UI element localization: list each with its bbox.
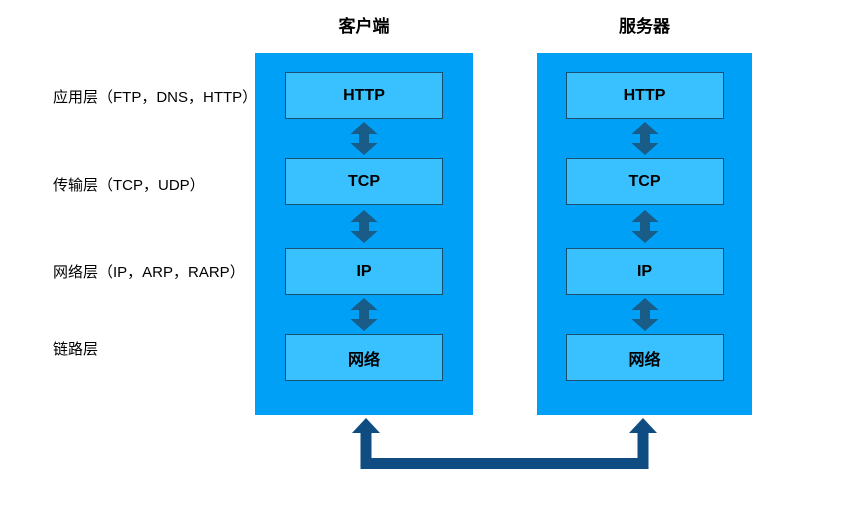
server-box-ip: IP <box>565 248 724 295</box>
server-box-http: HTTP <box>565 72 724 119</box>
layer-label-link: 链路层 <box>53 341 99 358</box>
double-arrow-icon <box>350 122 378 155</box>
client-box-http: HTTP <box>285 72 443 119</box>
double-arrow-icon <box>631 298 658 331</box>
client-box-network: 网络 <box>285 334 443 381</box>
layer-label-transport: 传输层（TCP，UDP） <box>53 177 205 194</box>
double-arrow-icon <box>350 298 378 331</box>
server-stack-column: HTTP TCP IP 网络 <box>537 53 752 415</box>
client-box-tcp: TCP <box>285 158 443 205</box>
server-box-tcp: TCP <box>565 158 724 205</box>
layer-label-application: 应用层（FTP，DNS，HTTP） <box>53 89 258 106</box>
server-title: 服务器 <box>619 17 670 36</box>
double-arrow-icon <box>350 210 378 243</box>
server-box-network: 网络 <box>565 334 724 381</box>
double-arrow-icon <box>631 122 658 155</box>
client-box-ip: IP <box>285 248 443 295</box>
layer-label-network: 网络层（IP，ARP，RARP） <box>53 264 245 281</box>
bottom-connector-arrow-icon <box>352 418 657 469</box>
client-title: 客户端 <box>338 17 390 36</box>
double-arrow-icon <box>631 210 658 243</box>
client-stack-column: HTTP TCP IP 网络 <box>255 53 473 415</box>
